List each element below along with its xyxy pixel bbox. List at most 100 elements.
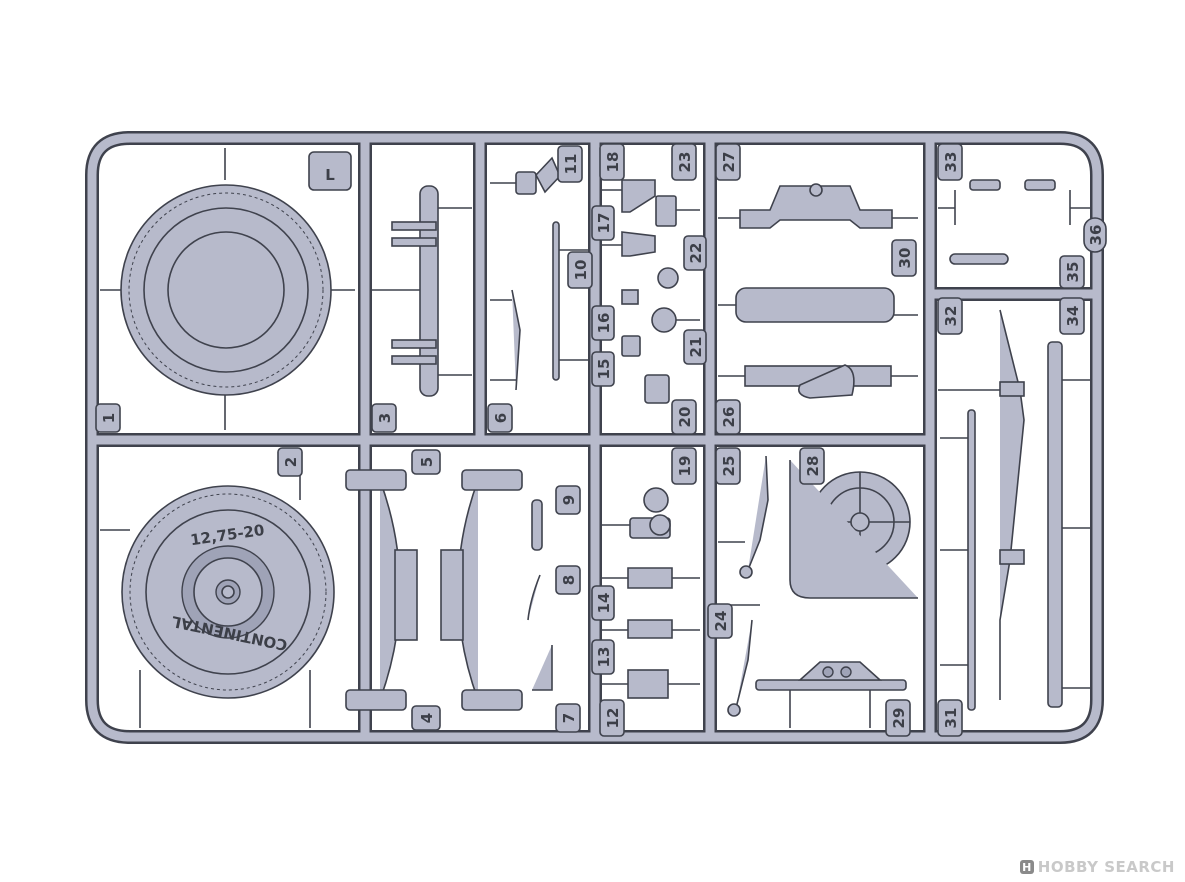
svg-text:14: 14	[595, 593, 613, 614]
parts-33-35-linkage	[938, 179, 1090, 265]
tag-24: 24	[707, 603, 733, 639]
part-2-wheel: 12,75-20 CONTINENTAL	[100, 470, 335, 728]
runner-frame	[85, 131, 1104, 744]
svg-text:36: 36	[1087, 225, 1105, 246]
svg-text:27: 27	[720, 152, 738, 173]
svg-text:29: 29	[890, 708, 908, 729]
tag-13: 13	[591, 639, 615, 675]
tag-23: 23	[671, 143, 697, 181]
tag-16: 16	[591, 305, 615, 341]
sprue-letter: L	[325, 166, 335, 184]
svg-text:17: 17	[595, 213, 613, 234]
svg-text:4: 4	[418, 713, 436, 723]
svg-text:6: 6	[492, 413, 510, 423]
part-number-tags: 1 2 3 4 5 6 7 8 9 10 11 12 13 14 15 16 1…	[95, 143, 1107, 737]
svg-text:2: 2	[282, 457, 300, 467]
svg-text:33: 33	[942, 152, 960, 173]
tag-29: 29	[885, 699, 911, 737]
tag-2: 2	[277, 447, 303, 477]
watermark-logo-icon: H	[1019, 860, 1034, 874]
tag-21: 21	[683, 329, 707, 365]
svg-text:8: 8	[560, 575, 578, 585]
tag-3: 3	[371, 403, 397, 433]
svg-text:5: 5	[418, 457, 436, 467]
part-10-rod	[552, 221, 588, 381]
svg-text:18: 18	[604, 152, 622, 173]
part-11-fitting	[490, 156, 561, 195]
tag-27: 27	[715, 143, 741, 181]
svg-text:26: 26	[720, 407, 738, 428]
svg-text:21: 21	[687, 337, 705, 358]
tag-19: 19	[671, 447, 697, 485]
tag-35: 35	[1059, 255, 1085, 289]
tag-30: 30	[891, 239, 917, 277]
tag-18: 18	[599, 143, 625, 181]
svg-text:22: 22	[687, 243, 705, 264]
svg-text:3: 3	[376, 413, 394, 423]
svg-text:25: 25	[720, 456, 738, 477]
tag-31: 31	[937, 699, 963, 737]
tag-26: 26	[715, 399, 741, 435]
part-27-axle-beam	[718, 183, 918, 229]
tag-8: 8	[555, 565, 581, 595]
parts-24-25-levers	[718, 455, 769, 717]
part-34-shaft	[1047, 341, 1090, 708]
watermark: H HOBBY SEARCH	[1019, 858, 1175, 876]
svg-text:10: 10	[572, 260, 590, 281]
tag-17: 17	[591, 205, 615, 241]
tag-12: 12	[599, 699, 625, 737]
part-31-rod	[940, 409, 976, 711]
tag-9: 9	[555, 485, 581, 515]
tag-5: 5	[411, 449, 441, 475]
svg-text:12: 12	[604, 708, 622, 729]
tag-6: 6	[487, 403, 513, 433]
watermark-text: HOBBY SEARCH	[1037, 858, 1175, 876]
tag-22: 22	[683, 235, 707, 271]
part-29-rail	[755, 661, 907, 728]
svg-text:15: 15	[595, 359, 613, 380]
tag-10: 10	[567, 251, 593, 289]
svg-text:24: 24	[712, 611, 730, 632]
tag-4: 4	[411, 705, 441, 731]
part-30-tank	[718, 287, 918, 323]
tag-11: 11	[557, 145, 583, 183]
svg-text:28: 28	[804, 456, 822, 477]
tag-28: 28	[799, 447, 825, 485]
part-1-tire	[100, 148, 355, 430]
tag-25: 25	[715, 447, 741, 485]
parts-4-5-leaf-springs	[345, 469, 523, 711]
svg-text:23: 23	[676, 152, 694, 173]
svg-text:11: 11	[562, 154, 580, 175]
tag-33: 33	[937, 143, 963, 181]
part-3-shock	[372, 185, 472, 397]
svg-text:34: 34	[1064, 306, 1082, 327]
part-26-frame-rail	[718, 364, 918, 399]
tag-7: 7	[555, 703, 581, 733]
parts-12-19-blocks	[602, 487, 700, 699]
tag-20: 20	[671, 399, 697, 435]
tag-36: 36	[1083, 217, 1107, 253]
svg-text:19: 19	[676, 456, 694, 477]
parts-15-23-fittings	[602, 179, 700, 404]
svg-text:30: 30	[896, 248, 914, 269]
parts-7-8-9-small	[527, 499, 553, 691]
part-32-arm	[938, 309, 1025, 700]
part-28-steering-wheel	[789, 460, 918, 599]
sprue-letter-tag: L	[308, 151, 352, 191]
tag-14: 14	[591, 585, 615, 621]
svg-text:9: 9	[560, 495, 578, 505]
tag-15: 15	[591, 351, 615, 387]
svg-text:1: 1	[100, 413, 118, 423]
svg-text:31: 31	[942, 708, 960, 729]
svg-text:35: 35	[1064, 262, 1082, 283]
tag-32: 32	[937, 297, 963, 335]
part-6-bracket	[490, 289, 521, 391]
tag-34: 34	[1059, 297, 1085, 335]
svg-text:32: 32	[942, 306, 960, 327]
svg-text:16: 16	[595, 313, 613, 334]
svg-text:20: 20	[676, 407, 694, 428]
svg-text:13: 13	[595, 647, 613, 668]
tag-1: 1	[95, 403, 121, 433]
svg-text:7: 7	[560, 713, 578, 723]
